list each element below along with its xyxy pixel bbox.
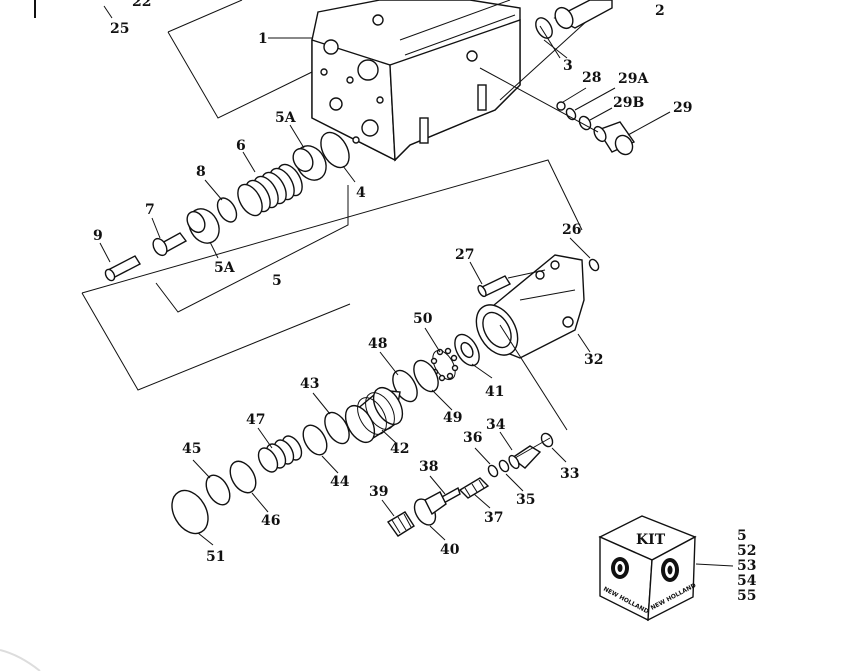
corner-arc [0,649,41,671]
label-5: 5 [272,273,282,289]
label-45: 45 [182,441,201,457]
label-29B: 29B [613,95,644,111]
label-51: 51 [206,549,225,565]
label-28: 28 [582,70,601,86]
part-40-plug [413,491,447,526]
label-2: 2 [655,3,665,19]
label-39: 39 [369,484,388,500]
part-47-spring [257,435,303,473]
part-43-o-ring [324,411,350,445]
label-40: 40 [440,542,460,558]
label-5A-top: 5A [275,110,297,126]
part-2 [553,0,613,30]
part-26-o-ring [588,258,600,272]
part-27-screw [477,275,512,298]
part-7-spool-end [152,232,188,257]
part-29A-ring [565,107,577,121]
label-34: 34 [486,417,506,433]
part-34-cone [508,445,542,470]
part-44-ring [302,424,328,456]
label-25: 25 [110,21,129,37]
part-35-ring [498,459,510,473]
label-35: 35 [516,492,535,508]
label-48: 48 [368,336,387,352]
label-26: 26 [562,222,581,238]
part-9-bolt [104,255,141,282]
kit-item-3: 53 [737,558,756,574]
label-46: 46 [261,513,280,529]
label-8: 8 [196,164,206,180]
label-6: 6 [236,138,246,154]
part-39-spring [386,511,415,537]
part-36-ring [487,464,499,478]
label-42: 42 [390,441,409,457]
part-42-piston [344,386,404,444]
label-32: 32 [584,352,603,368]
label-22: 22 [132,0,151,10]
part-37-spring [458,477,490,499]
part-number-labels: 25 22 1 2 3 28 29A 29B 29 5A 6 8 7 9 5A … [93,0,692,565]
label-29: 29 [673,100,692,116]
part-49-ring [413,359,439,393]
part-32-housing [475,254,585,359]
label-38: 38 [419,459,438,475]
label-43: 43 [300,376,319,392]
label-44: 44 [330,474,350,490]
part-5A-retainer-top [292,145,327,181]
new-holland-logo-right [661,558,679,582]
label-36: 36 [463,430,482,446]
label-7: 7 [145,202,155,218]
part-5A-retainer-bottom [186,208,220,244]
kit-item-4: 54 [737,573,757,589]
part-46-washer [229,460,257,494]
part-29B-ring [578,115,592,131]
valve-body [311,0,521,162]
label-37: 37 [484,510,503,526]
kit-box-label: KIT [636,532,666,548]
part-50-ball-cage [430,347,459,382]
kit-box: KIT NEW HOLLAND NEW HOLLAND 5 52 53 54 5… [598,515,757,622]
part-4-o-ring [320,131,350,169]
new-holland-logo-left [611,557,629,579]
part-41-inner [460,341,474,359]
leader-lines [99,5,671,546]
part-45-snap-ring [205,474,231,506]
label-49: 49 [443,410,462,426]
label-3: 3 [563,58,573,74]
kit-item-2: 52 [737,543,756,559]
label-41: 41 [485,384,504,400]
part-29-plug [593,121,636,156]
label-50: 50 [413,311,433,327]
label-1: 1 [258,31,268,47]
label-27: 27 [455,247,474,263]
label-47: 47 [246,412,265,428]
label-9: 9 [93,228,103,244]
kit-item-1: 5 [737,528,747,544]
part-51-cap [171,489,209,535]
part-28-ball [556,101,566,111]
label-4: 4 [356,185,366,201]
label-29A: 29A [618,71,649,87]
part-6-spring [237,163,303,217]
label-5A-bottom: 5A [214,260,236,276]
kit-item-5: 55 [737,588,756,604]
label-33: 33 [560,466,579,482]
part-3-o-ring [535,17,553,39]
